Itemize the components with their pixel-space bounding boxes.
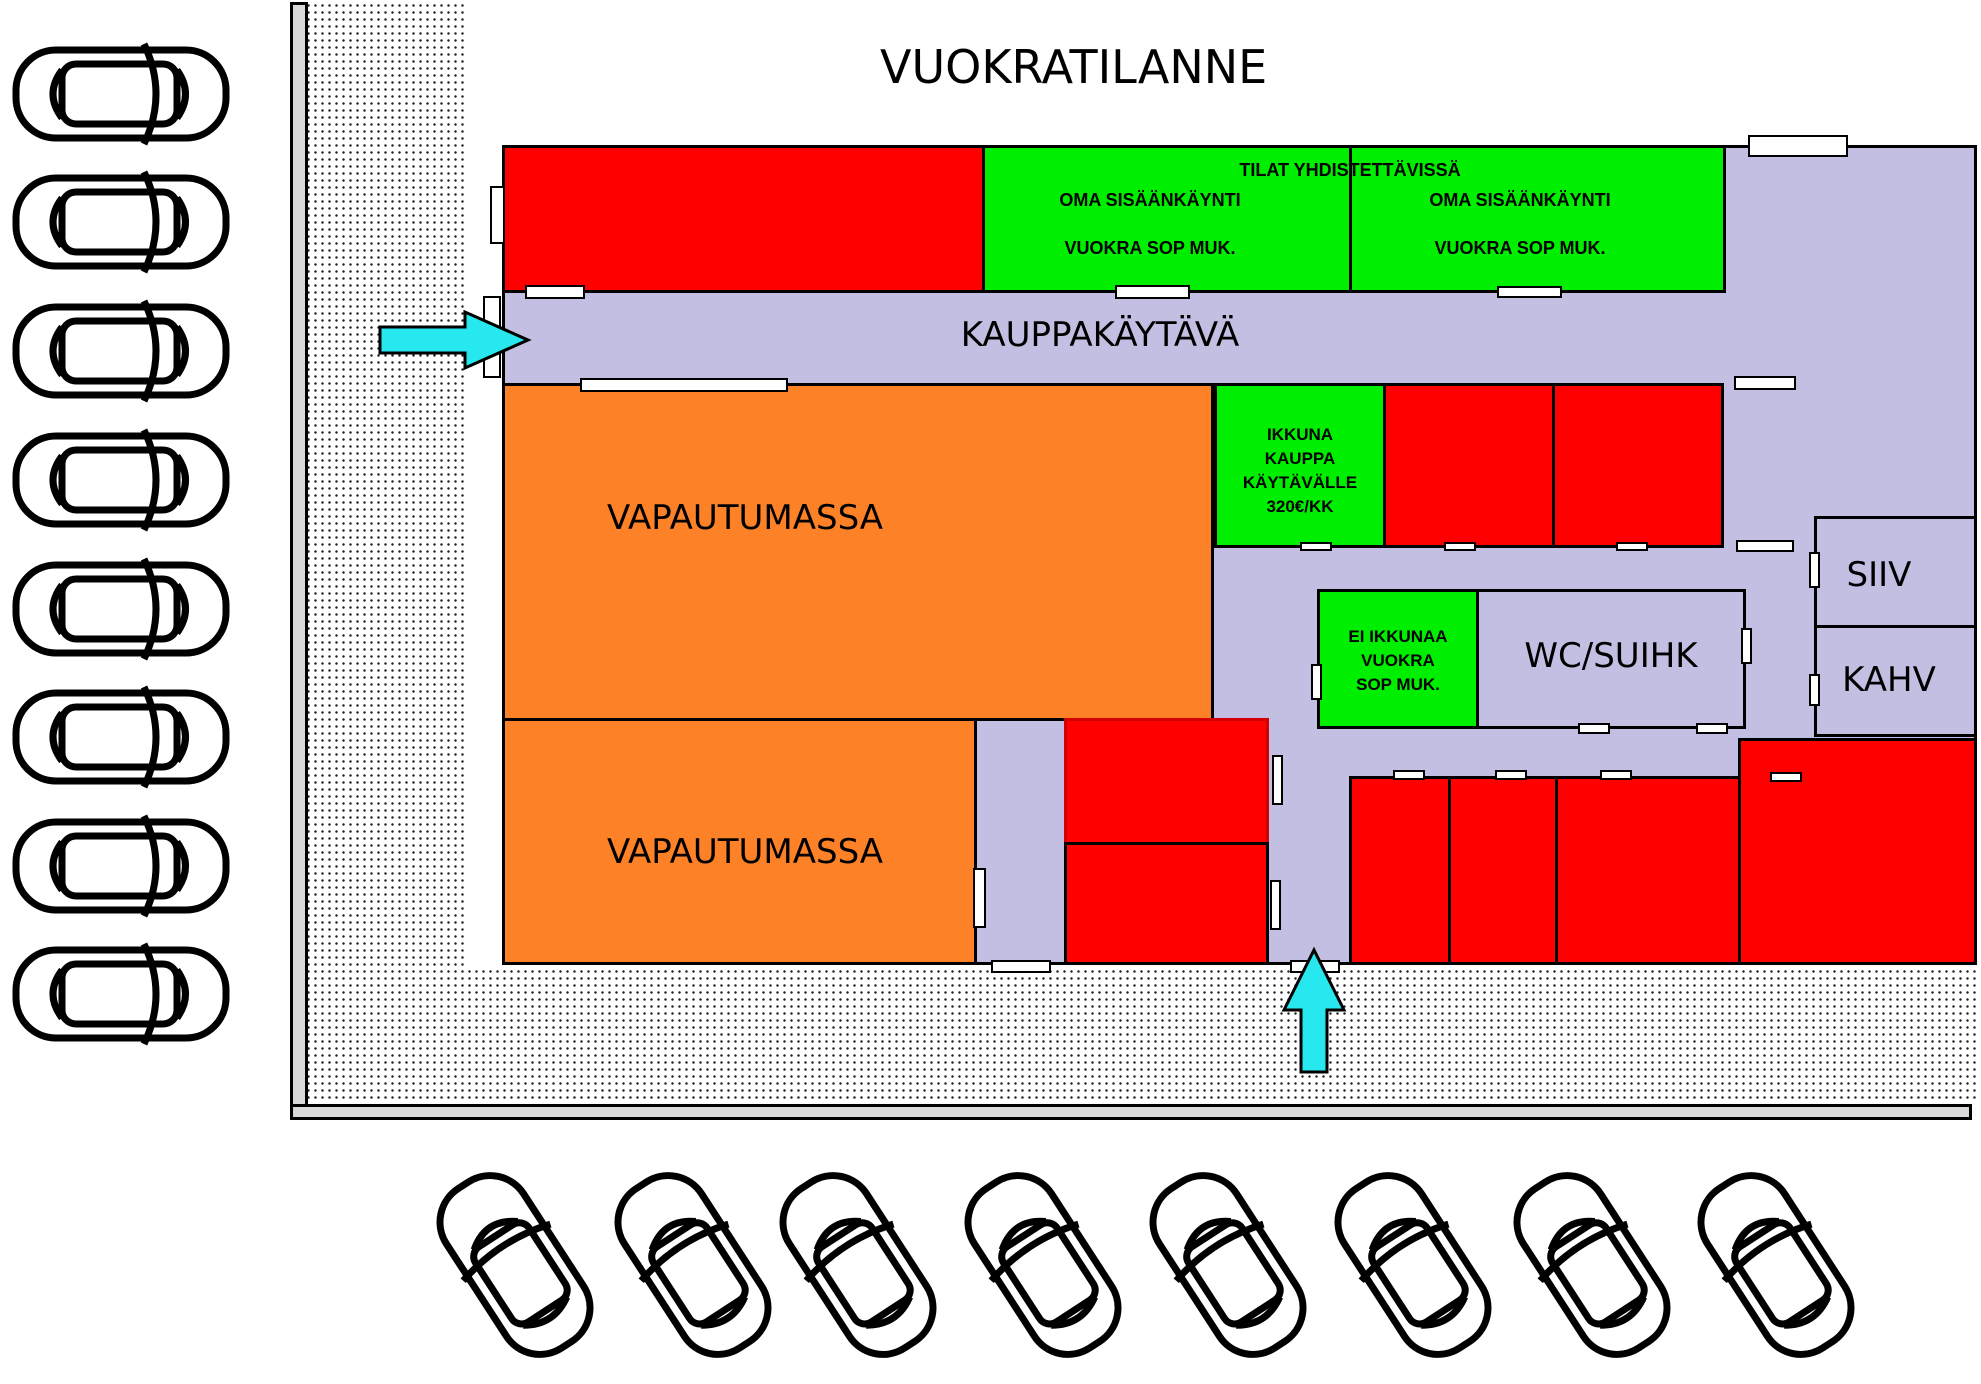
label-corridor: KAUPPAKÄYTÄVÄ — [960, 315, 1240, 355]
door — [1748, 135, 1848, 157]
car-top-view-icon — [16, 430, 226, 530]
door — [991, 960, 1051, 973]
door — [580, 378, 788, 392]
room-rented-bottom-1 — [1349, 776, 1451, 965]
arrow-entrance-icon — [1281, 946, 1347, 1074]
car-top-view-icon — [16, 301, 226, 401]
car-angled-icon — [1497, 1157, 1688, 1373]
door — [1616, 542, 1648, 551]
door — [1497, 286, 1562, 298]
label-no-window-line3: SOP MUK. — [1356, 675, 1440, 694]
label-window-line1: IKKUNA — [1266, 425, 1334, 444]
arrow-entrance-icon — [378, 309, 532, 371]
label-window-line2: KAUPPA — [1264, 449, 1336, 468]
label-combined-note: TILAT YHDISTETTÄVISSÄ — [1239, 160, 1461, 180]
label-orange-bottom: VAPAUTUMASSA — [606, 832, 884, 872]
car-top-view-icon — [16, 44, 226, 144]
label-cleaning: SIIV — [1846, 555, 1912, 595]
room-becoming-available-top — [502, 383, 1214, 721]
door — [1809, 674, 1820, 706]
door — [1809, 552, 1820, 588]
door — [525, 285, 585, 299]
boundary-wall-horizontal — [290, 1104, 1972, 1120]
page-title: VUOKRATILANNE — [880, 40, 1268, 94]
car-top-view-icon — [16, 816, 226, 916]
car-angled-icon — [598, 1157, 789, 1373]
door — [1696, 723, 1728, 734]
label-green-left-rent: VUOKRA SOP MUK. — [1064, 238, 1236, 258]
room-becoming-available-bottom — [502, 718, 977, 965]
label-green-right-rent: VUOKRA SOP MUK. — [1434, 238, 1606, 258]
label-green-left-entrance: OMA SISÄÄNKÄYNTI — [1059, 190, 1241, 210]
label-window-line3: KÄYTÄVÄLLE — [1242, 473, 1358, 492]
door — [1300, 542, 1332, 551]
label-no-window-line2: VUOKRA — [1361, 651, 1435, 670]
label-coffee: KAHV — [1842, 660, 1936, 700]
door — [1393, 770, 1425, 780]
sidewalk-bottom — [298, 968, 1980, 1100]
door — [1741, 628, 1752, 664]
door — [1600, 770, 1632, 780]
door — [490, 186, 505, 244]
door — [1734, 376, 1796, 390]
label-window-price: 320€/KK — [1266, 497, 1334, 516]
car-angled-icon — [763, 1157, 954, 1373]
door — [973, 868, 986, 928]
door — [1495, 770, 1527, 780]
car-angled-icon — [1318, 1157, 1509, 1373]
door — [1736, 540, 1794, 552]
door — [1770, 772, 1802, 782]
car-top-view-icon — [16, 172, 226, 272]
label-wc-shower: WC/SUIHK — [1524, 636, 1698, 676]
car-top-view-icon — [16, 559, 226, 659]
room-rented-bottom-3 — [1555, 776, 1741, 965]
car-top-view-icon — [16, 944, 226, 1044]
room-rented-lower-2 — [1064, 842, 1269, 965]
door — [1115, 285, 1190, 299]
car-angled-icon — [1681, 1157, 1872, 1373]
label-no-window-line1: EI IKKUNAA — [1348, 627, 1448, 646]
label-orange-top: VAPAUTUMASSA — [606, 498, 884, 538]
door — [1578, 723, 1610, 734]
label-green-right-entrance: OMA SISÄÄNKÄYNTI — [1429, 190, 1611, 210]
car-angled-icon — [420, 1157, 611, 1373]
door — [1272, 755, 1283, 805]
door — [1311, 664, 1322, 700]
car-angled-icon — [1133, 1157, 1324, 1373]
room-wc-shower — [1476, 589, 1746, 729]
door — [1270, 880, 1281, 930]
car-angled-icon — [948, 1157, 1139, 1373]
car-top-view-icon — [16, 687, 226, 787]
door — [1444, 542, 1476, 551]
sidewalk-left — [298, 2, 468, 1102]
